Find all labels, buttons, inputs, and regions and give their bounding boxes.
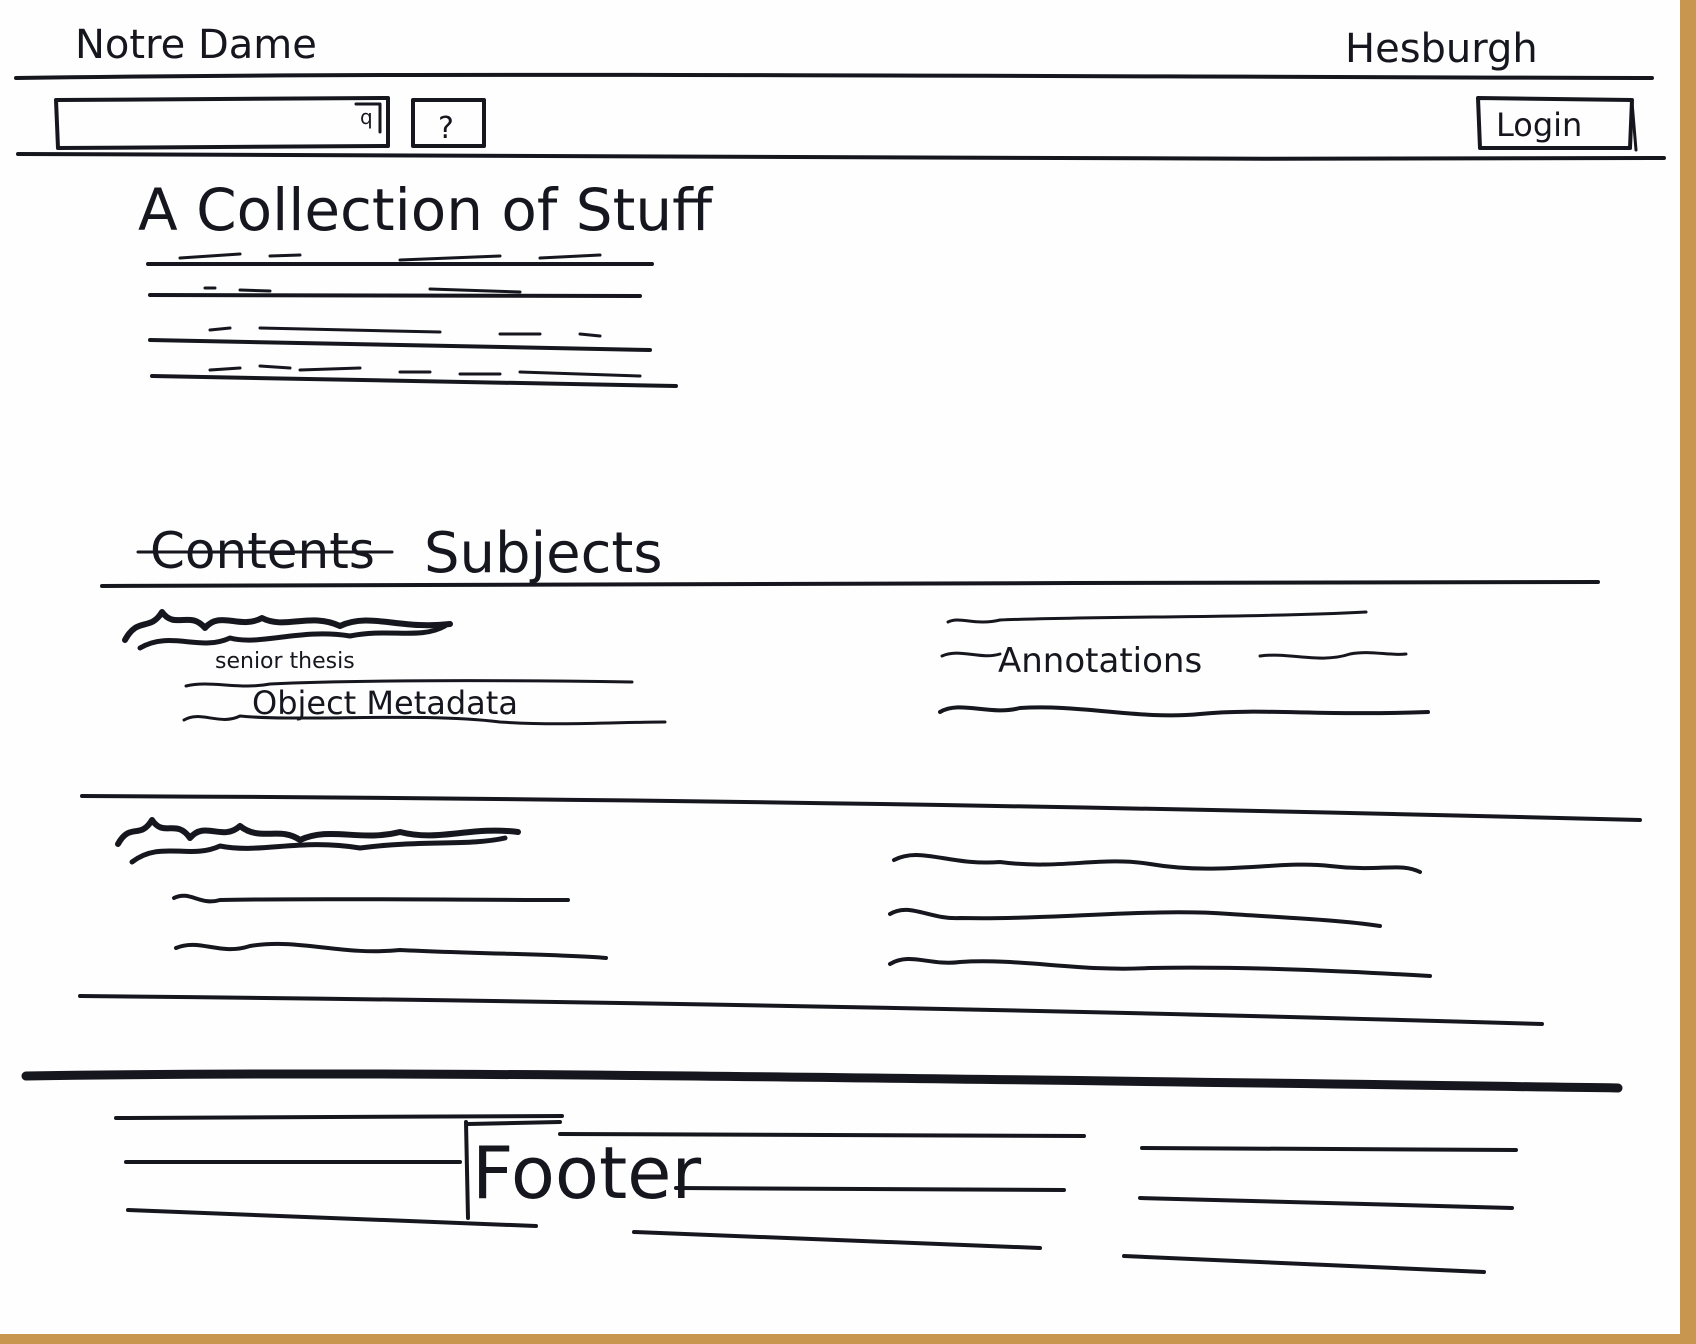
header-divider (14, 72, 1654, 80)
item-right-line-1 (892, 852, 1422, 874)
search-icon-glyph: q (360, 105, 373, 129)
help-button[interactable]: ? (411, 98, 486, 148)
login-button-label: Login (1496, 106, 1582, 144)
library-name-hesburgh[interactable]: Hesburgh (1345, 26, 1538, 72)
item-title-scribble-2 (137, 623, 448, 651)
object-metadata-link[interactable]: Object Metadata (252, 684, 518, 722)
item-divider (80, 794, 1642, 822)
toolbar: q ? Login (16, 96, 1666, 161)
site-footer: Footer (21, 1069, 1623, 1274)
footer-col3-line-2 (1138, 1196, 1514, 1210)
item-line-1 (172, 893, 570, 904)
footer-col2-line-3 (632, 1230, 1042, 1250)
item-title-scribble (115, 817, 521, 847)
toolbar-divider (16, 152, 1666, 161)
item-title-scribble (122, 609, 453, 643)
help-button-label: ? (438, 111, 454, 146)
footer-col1-line-3 (126, 1208, 538, 1228)
item-title-scribble-2 (129, 835, 508, 865)
site-header: Notre Dame Hesburgh (14, 22, 1654, 80)
item-line-2 (182, 714, 667, 726)
item-category: senior thesis (215, 649, 355, 674)
footer-col2-line-1 (558, 1132, 1086, 1138)
item-right-line-3 (938, 705, 1430, 718)
list-item[interactable] (78, 817, 1544, 1026)
tabs-underline (100, 580, 1600, 588)
footer-col3-line-1 (1140, 1146, 1518, 1152)
collection-description (146, 252, 678, 388)
annotations-link[interactable]: Annotations (998, 641, 1202, 681)
site-title-notre-dame[interactable]: Notre Dame (75, 22, 317, 68)
search-icon[interactable]: q (360, 105, 373, 129)
login-button[interactable]: Login (1476, 96, 1638, 152)
footer-col3-line-3 (1122, 1254, 1486, 1274)
footer-f-stroke (464, 1120, 562, 1220)
collection-block: A Collection of Stuff (138, 176, 714, 388)
item-right-line-2 (888, 907, 1382, 928)
item-right-line-3 (888, 957, 1432, 978)
tab-subjects[interactable]: Subjects (424, 521, 663, 586)
item-line-2 (174, 941, 608, 960)
tab-contents[interactable]: Contents (136, 522, 394, 580)
footer-col1-line-1 (114, 1114, 564, 1120)
item-line-1 (184, 679, 634, 688)
item-right-line-1 (946, 610, 1368, 624)
item-divider (78, 994, 1544, 1026)
footer-col2-line-2 (674, 1186, 1066, 1192)
item-right-line-2 (940, 651, 1408, 660)
footer-divider (21, 1069, 1623, 1093)
collection-title: A Collection of Stuff (138, 176, 714, 244)
search-input[interactable] (54, 96, 390, 150)
list-item[interactable]: senior thesis Object Metadata Annotation… (80, 609, 1642, 822)
footer-label: Footer (472, 1131, 701, 1215)
section-tabs: Contents Subjects (100, 521, 1600, 588)
